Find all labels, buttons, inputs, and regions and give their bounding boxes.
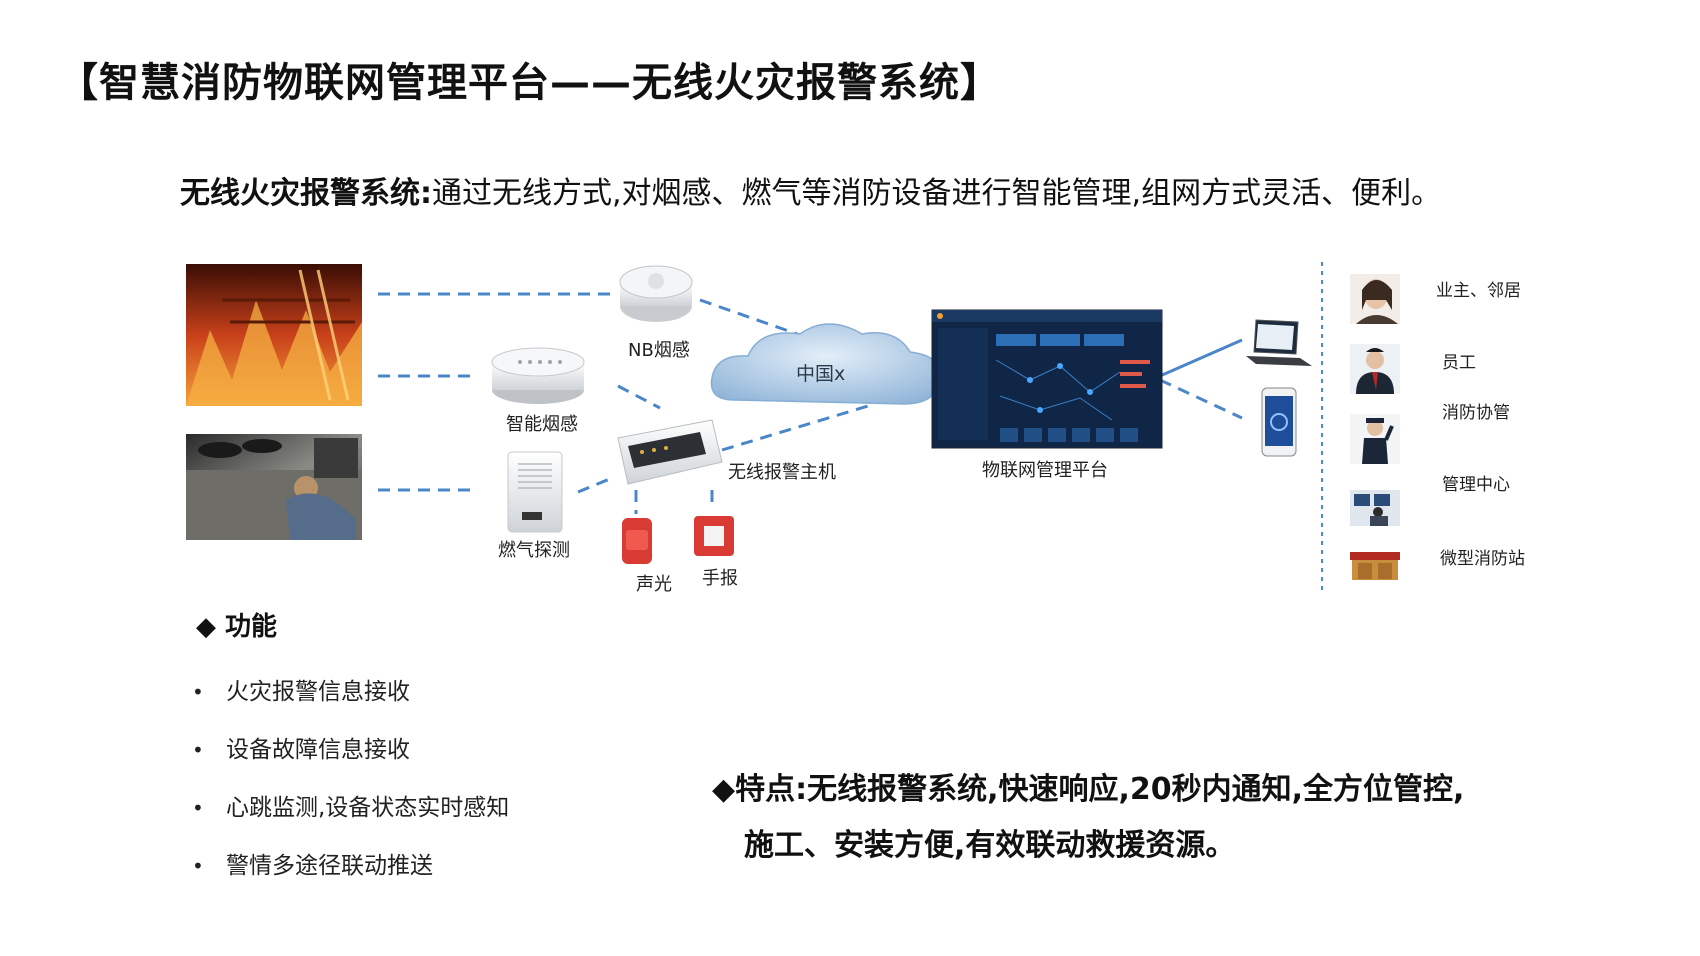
platform-dashboard-image: [931, 309, 1163, 449]
platform-label: 物联网管理平台: [982, 460, 1108, 481]
features-line-2: 施工、安装方便,有效联动救援资源。: [744, 828, 1236, 863]
function-item-text: 设备故障信息接收: [226, 737, 410, 763]
features-line-1: ◆特点:无线报警系统,快速响应,20秒内通知,全方位管控,: [712, 772, 1465, 807]
alarm-host-icon: [617, 419, 723, 485]
smart-smoke-detector-icon: [491, 347, 585, 404]
kitchen-photo: [186, 434, 362, 540]
recipient-mini-fire-station-photo: [1350, 552, 1400, 580]
recipient-management-center-photo: [1350, 490, 1400, 526]
recipient-label-management-center: 管理中心: [1442, 475, 1510, 495]
smartphone-icon: [1261, 387, 1297, 457]
gas-detector-icon: [507, 451, 563, 533]
functions-heading: ◆ 功能: [196, 612, 278, 642]
sound-light-label: 声光: [636, 574, 672, 595]
nb-smoke-label: NB烟感: [628, 340, 690, 361]
alarm-host-label: 无线报警主机: [728, 462, 836, 483]
nb-smoke-detector-icon: [619, 265, 693, 322]
function-item-text: 警情多途径联动推送: [226, 853, 433, 879]
recipient-label-staff: 员工: [1442, 353, 1476, 373]
manual-alarm-icon: [694, 516, 734, 556]
recipient-staff-photo: [1350, 344, 1400, 394]
smart-smoke-label: 智能烟感: [506, 414, 578, 435]
sound-light-alarm-icon: [622, 518, 652, 564]
line-host-cloud: [721, 404, 869, 452]
function-item: •火灾报警信息接收: [192, 679, 410, 705]
line-gas-host: [577, 476, 613, 494]
recipient-fire-coordinator-photo: [1350, 414, 1400, 464]
recipient-label-fire-coordinator: 消防协管: [1442, 403, 1510, 423]
function-item-text: 心跳监测,设备状态实时感知: [226, 795, 510, 821]
function-item-text: 火灾报警信息接收: [226, 679, 410, 705]
function-item: •设备故障信息接收: [192, 737, 410, 763]
description-text: 通过无线方式,对烟感、燃气等消防设备进行智能管理,组网方式灵活、便利。: [432, 176, 1442, 211]
line-platform-phone: [1159, 378, 1243, 420]
function-item: •心跳监测,设备状态实时感知: [192, 795, 510, 821]
manual-alarm-label: 手报: [702, 568, 738, 589]
recipient-owner-photo: [1350, 274, 1400, 324]
gas-detector-label: 燃气探测: [498, 540, 570, 561]
recipient-label-owner: 业主、邻居: [1436, 281, 1521, 301]
description-lead: 无线火灾报警系统:: [180, 176, 432, 211]
system-description: 无线火灾报警系统:通过无线方式,对烟感、燃气等消防设备进行智能管理,组网方式灵活…: [180, 168, 1441, 212]
recipient-label-mini-fire-station: 微型消防站: [1440, 549, 1525, 569]
laptop-icon: [1246, 319, 1312, 366]
fire-scene-photo: [186, 264, 362, 406]
line-smart-host: [617, 384, 661, 410]
page-title: 【智慧消防物联网管理平台——无线火灾报警系统】: [58, 60, 1001, 106]
cloud-label: 中国x: [796, 363, 845, 385]
line-platform-laptop: [1159, 338, 1243, 378]
function-item: •警情多途径联动推送: [192, 853, 433, 879]
